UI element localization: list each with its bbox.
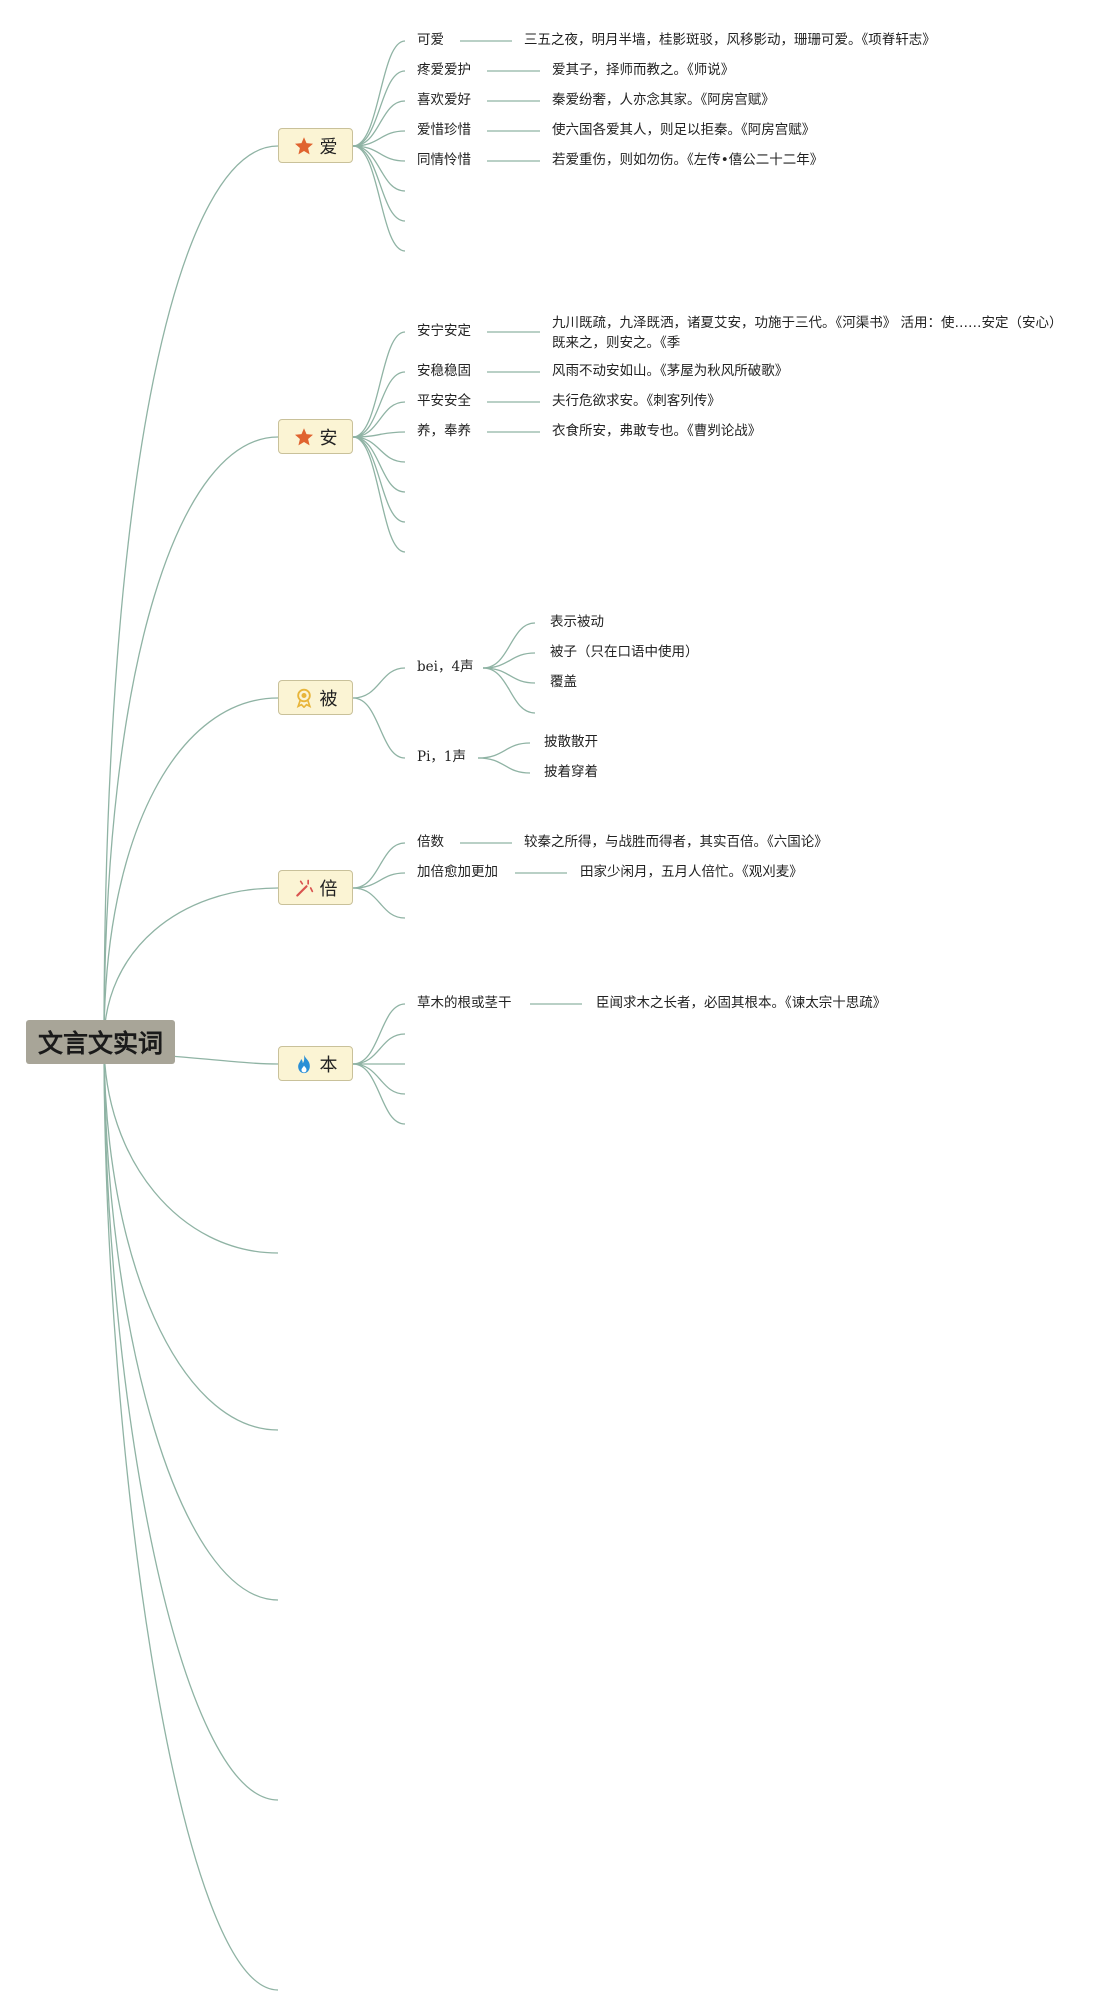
ribbon-icon xyxy=(296,688,311,708)
topic-bei[interactable]: 被 xyxy=(278,680,353,715)
magic-wand-icon xyxy=(295,879,313,897)
branch-root-bei-char xyxy=(103,697,279,1043)
branch-root-empty-1 xyxy=(103,1041,279,1254)
sense-label[interactable]: 喜欢爱好 xyxy=(417,92,471,108)
sense-label[interactable]: 加倍愈加更加 xyxy=(417,864,498,880)
sense-example[interactable]: 臣闻求木之长者，必固其根本。《谏太宗十思疏》 xyxy=(596,995,887,1011)
star-icon xyxy=(294,427,313,445)
branch-root-empty-5 xyxy=(103,1041,279,1991)
reading-label[interactable]: Pi，1声 xyxy=(417,749,466,765)
sense-label[interactable]: 养，奉养 xyxy=(417,423,471,439)
sense-example[interactable]: 九川既疏，九泽既洒，诸夏艾安，功施于三代。《河渠书》 活用：使……安定（安心）既… xyxy=(552,315,1056,351)
sense-label[interactable]: 安宁安定 xyxy=(417,323,471,339)
topic-ai-label: 爱 xyxy=(319,136,338,158)
root-topic-label: 文言文实词 xyxy=(37,1029,163,1058)
sense-example[interactable]: 田家少闲月，五月人倍忙。《观刈麦》 xyxy=(580,864,803,880)
sense-label[interactable]: 平安安全 xyxy=(417,393,471,409)
topic-ben[interactable]: 本 xyxy=(278,1046,353,1081)
sense-example[interactable]: 秦爱纷奢，人亦念其家。《阿房宫赋》 xyxy=(552,92,775,108)
sense-example[interactable]: 较秦之所得，与战胜而得者，其实百倍。《六国论》 xyxy=(524,834,828,850)
reading-item[interactable]: 覆盖 xyxy=(550,674,577,690)
fire-icon xyxy=(297,1054,310,1073)
reading-item[interactable]: 披着穿着 xyxy=(544,764,598,780)
sense-label[interactable]: 可爱 xyxy=(417,32,444,48)
sense-example[interactable]: 衣食所安，弗敢专也。《曹刿论战》 xyxy=(552,423,762,439)
branch-root-ai xyxy=(103,145,279,1043)
star-icon xyxy=(294,136,313,154)
sense-label[interactable]: 疼爱爱护 xyxy=(417,62,471,78)
sense-label[interactable]: 爱惜珍惜 xyxy=(417,122,471,138)
sense-label[interactable]: 倍数 xyxy=(417,834,444,850)
sense-label[interactable]: 同情怜惜 xyxy=(417,152,471,168)
sense-example[interactable]: 风雨不动安如山。《茅屋为秋风所破歌》 xyxy=(552,363,789,379)
topic-bei-times-label: 倍 xyxy=(319,878,338,900)
topic-an-label: 安 xyxy=(319,427,338,449)
reading-label[interactable]: bei，4声 xyxy=(417,659,474,675)
topic-ai[interactable]: 爱 xyxy=(278,128,353,163)
reading-item[interactable]: 表示被动 xyxy=(550,614,604,630)
topic-an[interactable]: 安 xyxy=(278,419,353,454)
sense-label[interactable]: 草木的根或茎干 xyxy=(417,995,512,1011)
sense-example[interactable]: 夫行危欲求安。《刺客列传》 xyxy=(552,393,721,409)
sense-example[interactable]: 三五之夜，明月半墙，桂影斑驳，风移影动，珊珊可爱。《项脊轩志》 xyxy=(524,32,936,48)
reading-item[interactable]: 被子（只在口语中使用） xyxy=(550,644,699,660)
topic-bei-label: 被 xyxy=(319,688,338,710)
sense-example[interactable]: 若爱重伤，则如勿伤。《左传•僖公二十二年》 xyxy=(552,152,824,168)
sense-example[interactable]: 使六国各爱其人，则足以拒秦。《阿房宫赋》 xyxy=(552,122,816,138)
topic-bei-times[interactable]: 倍 xyxy=(278,870,353,905)
reading-item[interactable]: 披散散开 xyxy=(544,734,598,750)
branch-root-empty-2 xyxy=(103,1041,279,1431)
branch-root-bei-times xyxy=(103,887,279,1043)
topic-ben-label: 本 xyxy=(319,1054,338,1076)
branch-root-an xyxy=(103,436,279,1043)
sense-label[interactable]: 安稳稳固 xyxy=(417,363,471,379)
branch-root-empty-3 xyxy=(103,1041,279,1601)
root-topic[interactable]: 文言文实词 xyxy=(26,1020,175,1064)
branch-root-empty-4 xyxy=(103,1041,279,1801)
branch-root-ben xyxy=(169,1055,279,1065)
sense-example[interactable]: 爱其子，择师而教之。《师说》 xyxy=(552,62,735,78)
